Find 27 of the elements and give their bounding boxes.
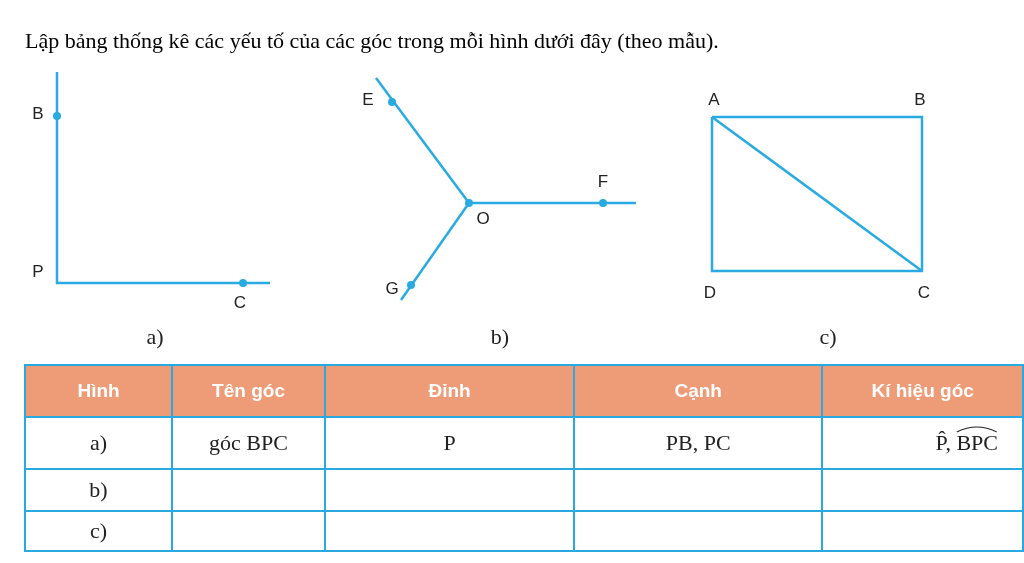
table-cell: góc BPC bbox=[172, 417, 325, 469]
table-cell: c) bbox=[25, 511, 173, 551]
table-cell: a) bbox=[25, 417, 173, 469]
point-label: C bbox=[233, 293, 247, 313]
point-label: G bbox=[385, 279, 399, 299]
point-label: B bbox=[914, 90, 926, 110]
table-header-cell: Đỉnh bbox=[325, 365, 575, 417]
table-header-cell: Cạnh bbox=[574, 365, 823, 417]
figure-label: c) bbox=[819, 324, 837, 350]
figure-label: a) bbox=[146, 324, 164, 350]
point-label: P bbox=[32, 262, 44, 282]
point-label: C bbox=[917, 283, 931, 303]
table-cell: b) bbox=[25, 469, 173, 511]
table-header-cell: Tên góc bbox=[172, 365, 325, 417]
figure-label: b) bbox=[490, 324, 510, 350]
instruction-text: Lập bảng thống kê các yếu tố của các góc trong mỗi hình dưới đây (theo mẫu). bbox=[25, 28, 719, 54]
point-label: O bbox=[476, 209, 490, 229]
angle-symbol: P̂, bbox=[935, 430, 952, 455]
point-label: B bbox=[32, 104, 44, 124]
table-header-cell: Kí hiệu góc bbox=[822, 365, 1023, 417]
table-header-cell: Hình bbox=[25, 365, 173, 417]
point-label: F bbox=[597, 172, 609, 192]
point-label: A bbox=[708, 90, 720, 110]
table-cell: PB, PC bbox=[574, 417, 823, 469]
point-label: E bbox=[362, 90, 374, 110]
point-label: D bbox=[703, 283, 717, 303]
table-cell: P bbox=[325, 417, 575, 469]
